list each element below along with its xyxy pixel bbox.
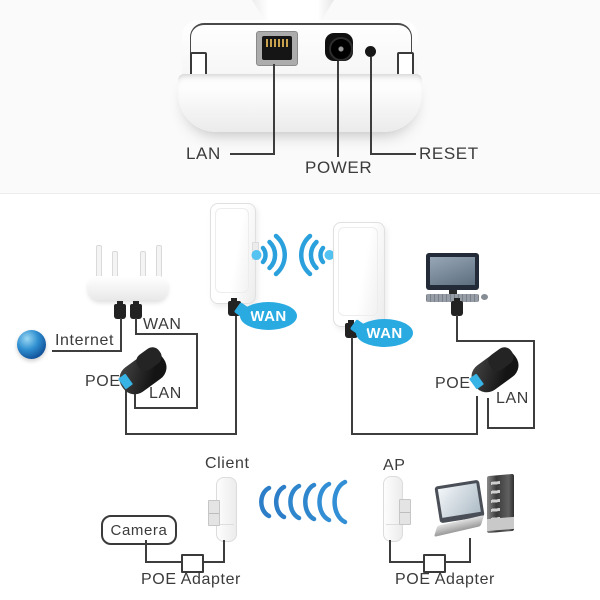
device-base bbox=[178, 74, 422, 132]
poe-adapter-label-right: POE Adapter bbox=[395, 571, 495, 588]
wan-bubble-right: WAN bbox=[356, 319, 413, 347]
reset-label: RESET bbox=[419, 144, 479, 163]
cable bbox=[52, 350, 122, 352]
callout-line-lan bbox=[230, 153, 275, 155]
cable bbox=[476, 396, 478, 435]
cable bbox=[135, 333, 198, 335]
wifi-signal-left-icon bbox=[299, 233, 335, 277]
lan-label-left: LAN bbox=[149, 385, 182, 402]
computer-cable-plug bbox=[451, 298, 463, 316]
pc-tower-drive-slots bbox=[491, 481, 500, 520]
monitor-stand bbox=[449, 290, 457, 294]
client-label: Client bbox=[205, 455, 250, 472]
pc-tower bbox=[487, 473, 514, 534]
router-antenna bbox=[96, 245, 102, 280]
cable bbox=[487, 427, 535, 429]
power-jack-pin bbox=[329, 37, 353, 61]
camera-box: Camera bbox=[101, 515, 177, 545]
poe-adapter-box-right bbox=[423, 554, 446, 573]
device-seam bbox=[190, 23, 412, 67]
keyboard bbox=[426, 294, 479, 302]
wifi-waves-icon bbox=[259, 479, 348, 525]
cable bbox=[351, 337, 353, 435]
lan-label-right: LAN bbox=[496, 390, 529, 407]
camera-label: Camera bbox=[110, 521, 168, 539]
monitor bbox=[426, 253, 479, 290]
router-cable-plug bbox=[114, 301, 126, 319]
ap-device-seam bbox=[386, 524, 400, 525]
router-cable-plug bbox=[130, 301, 142, 319]
cable bbox=[135, 318, 137, 335]
cable bbox=[456, 340, 535, 342]
cpe-left bbox=[210, 203, 256, 304]
pc-monitor-screen bbox=[437, 483, 481, 518]
cable bbox=[487, 398, 489, 429]
cable bbox=[389, 540, 391, 563]
device-body bbox=[182, 20, 418, 76]
latch-clip-right bbox=[397, 52, 414, 76]
cable bbox=[134, 407, 198, 409]
mouse bbox=[481, 294, 488, 300]
router-body bbox=[88, 276, 168, 300]
lan-port-pins bbox=[266, 39, 288, 47]
power-label: POWER bbox=[305, 158, 373, 177]
latch-clip-left bbox=[190, 52, 207, 76]
pc-tower-panel bbox=[487, 516, 514, 532]
router-antenna bbox=[156, 245, 162, 280]
cable bbox=[469, 538, 471, 563]
internet-label: Internet bbox=[55, 332, 115, 349]
cable bbox=[351, 433, 478, 435]
cable bbox=[145, 540, 147, 563]
poe-adapter-label-left: POE Adapter bbox=[141, 571, 241, 588]
poe-label-right: POE bbox=[435, 375, 471, 392]
client-mount-bracket bbox=[208, 500, 220, 526]
power-jack bbox=[325, 33, 353, 61]
reset-button bbox=[365, 46, 376, 57]
cable bbox=[134, 392, 136, 409]
client-device-seam bbox=[219, 524, 234, 525]
cable bbox=[533, 340, 535, 429]
cable bbox=[235, 316, 237, 435]
callout-line-reset bbox=[370, 57, 372, 155]
lan-port bbox=[256, 31, 298, 66]
callout-line-lan bbox=[273, 64, 275, 154]
cable bbox=[456, 315, 458, 342]
monitor-screen bbox=[430, 257, 475, 285]
ap-mount-bracket bbox=[399, 499, 411, 525]
poe-adapter-box-left bbox=[181, 554, 204, 573]
internet-globe-icon bbox=[17, 330, 46, 359]
wan-label-left: WAN bbox=[143, 316, 182, 333]
callout-line-reset bbox=[370, 153, 416, 155]
device-photo-section: LAN POWER RESET bbox=[0, 0, 600, 194]
cable bbox=[120, 318, 122, 352]
poe-label-left: POE bbox=[85, 373, 121, 390]
ap-label: AP bbox=[383, 457, 406, 474]
lan-label: LAN bbox=[186, 144, 221, 163]
cable bbox=[223, 540, 225, 563]
wifi-signal-right-icon bbox=[251, 233, 287, 277]
desktop-pc bbox=[433, 473, 517, 539]
callout-line-power bbox=[337, 61, 339, 157]
cable bbox=[196, 333, 198, 409]
cpe-right bbox=[333, 222, 385, 327]
cable bbox=[125, 433, 237, 435]
wan-bubble-left: WAN bbox=[240, 302, 297, 330]
cable bbox=[125, 390, 127, 435]
